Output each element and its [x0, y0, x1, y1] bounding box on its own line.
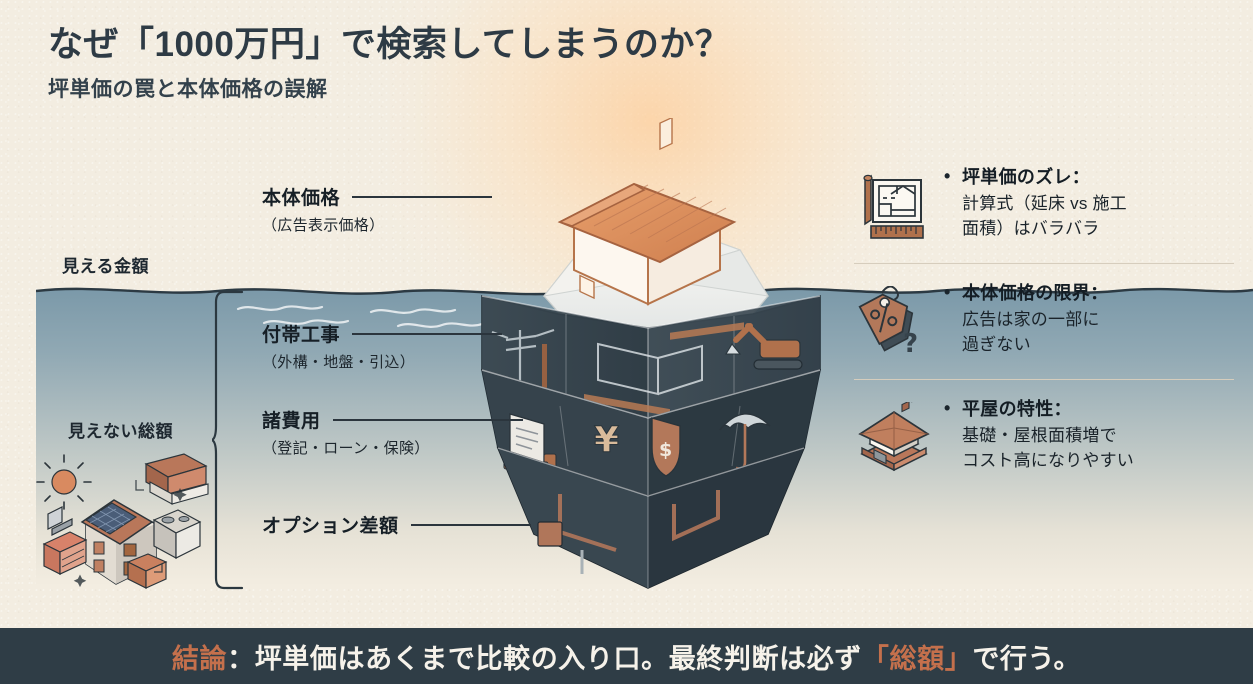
key-point-text: 坪単価のズレ： 計算式（延床 vs 施工 面積）はバラバラ	[940, 165, 1240, 241]
key-point-body: 基礎・屋根面積増で コスト高になりやすい	[944, 424, 1240, 472]
callout-ancillary-works: 付帯工事 （外構・地盤・引込）	[262, 320, 503, 372]
page-title: なぜ「1000万円」で検索してしまうのか？	[48, 25, 731, 64]
callout-title: オプション差額	[262, 516, 399, 537]
conclusion-text: 結論：坪単価はあくまで比較の入り口。最終判断は必ず「総額」で行う。	[172, 637, 1081, 676]
panel-divider	[854, 379, 1234, 380]
box-icon	[126, 553, 168, 589]
key-point-item: 平屋の特性： 基礎・屋根面積増で コスト高になりやすい	[848, 392, 1240, 476]
shield-icon: $	[651, 417, 681, 477]
ac-unit-icon	[47, 506, 73, 536]
callout-misc-fees: 諸費用 （登記・ローン・保険）	[262, 406, 523, 458]
panel-divider	[854, 263, 1234, 264]
price-tag-question-icon: ?	[848, 282, 940, 360]
svg-text:¥: ¥	[594, 420, 619, 461]
blueprint-ruler-icon	[848, 166, 940, 244]
key-point-body-line: コスト高になりやすい	[962, 450, 1134, 470]
visible-amount-label: 見える金額	[62, 257, 149, 276]
callout-subtitle: （外構・地盤・引込）	[262, 354, 416, 371]
key-point-body-line: 広告は家の一部に	[962, 310, 1100, 330]
key-points-panel: 坪単価のズレ： 計算式（延床 vs 施工 面積）はバラバラ	[848, 160, 1240, 476]
key-point-item: ? 本体価格の限界： 広告は家の一部に 過ぎない	[848, 276, 1240, 360]
options-illustration	[24, 452, 214, 597]
single-story-house-icon	[848, 398, 940, 476]
conclusion-banner: 結論：坪単価はあくまで比較の入り口。最終判断は必ず「総額」で行う。	[0, 628, 1253, 684]
header: なぜ「1000万円」で検索してしまうのか？ 坪単価の罠と本体価格の誤解	[48, 24, 730, 103]
key-point-text: 本体価格の限界： 広告は家の一部に 過ぎない	[940, 281, 1240, 357]
callout-title: 諸費用	[262, 411, 321, 432]
callout-leader-line	[332, 418, 523, 421]
sun-icon	[36, 454, 92, 510]
key-point-title: 坪単価のズレ：	[944, 165, 1240, 189]
key-point-body-line: 面積）はバラバラ	[962, 218, 1100, 238]
callout-title: 本体価格	[262, 188, 341, 209]
hidden-total-brace	[209, 290, 246, 595]
key-point-body-line: 計算式（延床 vs 施工	[962, 194, 1127, 214]
callout-subtitle: （登記・ローン・保険）	[262, 440, 430, 457]
callout-main-price: 本体価格 （広告表示価格）	[262, 183, 493, 235]
key-point-title: 平屋の特性：	[944, 397, 1240, 421]
callout-title: 付帯工事	[262, 325, 341, 346]
key-point-body: 広告は家の一部に 過ぎない	[944, 308, 1240, 356]
callout-leader-line	[352, 195, 493, 198]
solar-house-icon	[80, 499, 157, 585]
key-point-body-line: 基礎・屋根面積増で	[962, 426, 1117, 446]
key-point-body-line: 過ぎない	[962, 334, 1031, 354]
iceberg-section-options	[496, 446, 806, 589]
key-point-text: 平屋の特性： 基礎・屋根面積増で コスト高になりやすい	[940, 397, 1240, 473]
conclusion-body-a: 坪単価はあくまで比較の入り口。最終判断は必ず	[254, 643, 862, 674]
hidden-total-label: 見えない総額	[68, 422, 173, 441]
svg-text:$: $	[659, 439, 672, 461]
kitchen-cabinet-icon	[42, 531, 88, 575]
callout-leader-line	[352, 332, 503, 335]
page-subtitle: 坪単価の罠と本体価格の誤解	[48, 78, 328, 102]
conclusion-prefix: 結論	[171, 643, 228, 674]
iceberg-illustration: ¥ $	[448, 70, 848, 623]
key-point-title: 本体価格の限界：	[944, 281, 1240, 305]
conclusion-body-b: で行う。	[972, 643, 1082, 674]
conclusion-highlight: 「総額」	[861, 643, 973, 674]
iceberg-section-fees: ¥ $	[480, 368, 822, 497]
callout-leader-line	[410, 523, 531, 526]
svg-text:?: ?	[903, 329, 918, 359]
conclusion-colon: ：	[227, 643, 255, 674]
key-point-body: 計算式（延床 vs 施工 面積）はバラバラ	[944, 192, 1240, 240]
callout-subtitle: （広告表示価格）	[262, 217, 385, 234]
callout-option-difference: オプション差額	[262, 511, 531, 538]
key-point-item: 坪単価のズレ： 計算式（延床 vs 施工 面積）はバラバラ	[848, 160, 1240, 244]
